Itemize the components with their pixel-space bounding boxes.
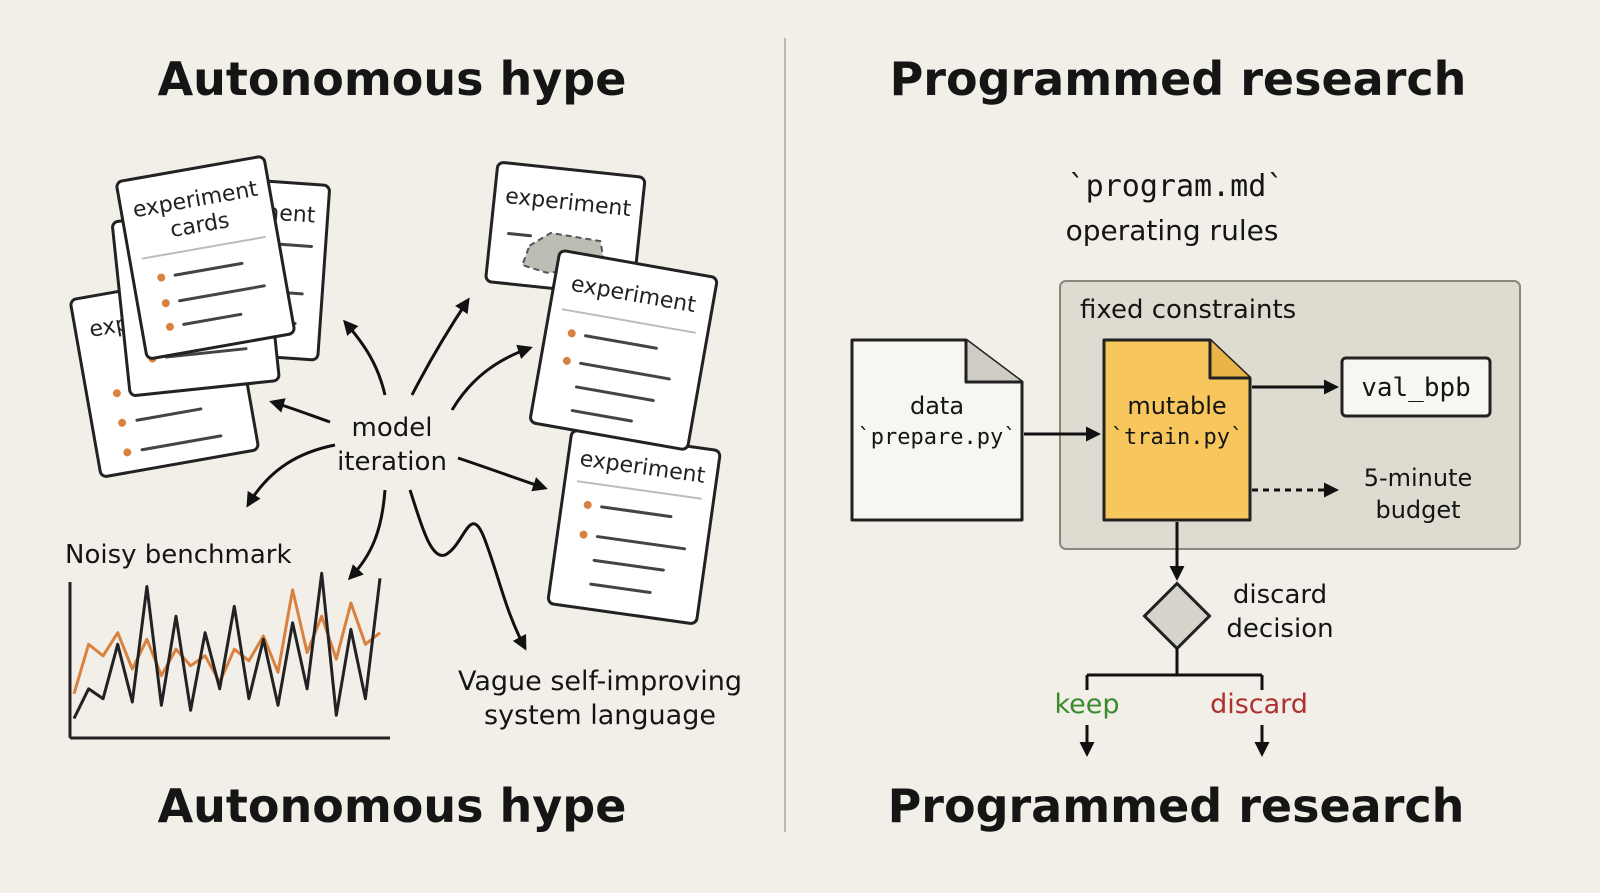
vague-label-line1: Vague self-improving	[458, 666, 742, 697]
hub-arrow-up-right	[410, 297, 470, 396]
right-bottom-title: Programmed research	[888, 779, 1465, 833]
train-label-line1: mutable	[1127, 392, 1226, 420]
decision-label-line1: discard	[1233, 580, 1327, 610]
metric-box	[1340, 356, 1492, 418]
hub-arrow-right	[457, 456, 548, 492]
benchmark-chart	[68, 571, 390, 740]
experiment-card-front: experiment cards	[115, 155, 296, 360]
experiment-card-lower: experiment	[546, 429, 722, 625]
data-label-line2: `prepare.py`	[858, 425, 1017, 450]
data-label-line1: data	[910, 392, 964, 420]
hub-arrow-down	[347, 489, 387, 581]
budget-label-line1: 5-minute	[1364, 464, 1473, 492]
hub-arrow-left	[269, 398, 331, 424]
train-document: mutable `train.py`	[1102, 338, 1252, 522]
hub-arrow-wavy	[408, 489, 527, 651]
hub-arrow-right-up	[450, 344, 533, 411]
program-caption: operating rules	[1066, 214, 1279, 247]
hub-arrow-down-left	[246, 443, 336, 508]
benchmark-label: Noisy benchmark	[65, 540, 292, 570]
left-title: Autonomous hype	[158, 52, 627, 106]
metric-label: val_bpb	[1361, 373, 1471, 403]
decision-diamond	[1142, 581, 1212, 651]
experiment-card-center: experiment	[529, 249, 719, 451]
budget-label-line2: budget	[1375, 496, 1460, 524]
hub-label-line2: iteration	[337, 447, 447, 477]
vague-label-line2: system language	[484, 700, 716, 731]
benchmark-series-black	[72, 571, 382, 720]
constraints-label: fixed constraints	[1080, 295, 1296, 325]
discard-label: discard	[1210, 689, 1308, 720]
hub-label-line1: model	[352, 413, 433, 443]
right-title: Programmed research	[890, 52, 1467, 106]
data-prepare-document: data `prepare.py`	[850, 338, 1024, 522]
hub-arrow-up-left	[343, 319, 387, 396]
left-bottom-title: Autonomous hype	[158, 779, 627, 833]
train-label-line2: `train.py`	[1111, 425, 1243, 450]
decision-label-line2: decision	[1226, 614, 1333, 644]
program-file-label: `program.md`	[1068, 169, 1285, 204]
keep-label: keep	[1054, 689, 1119, 720]
